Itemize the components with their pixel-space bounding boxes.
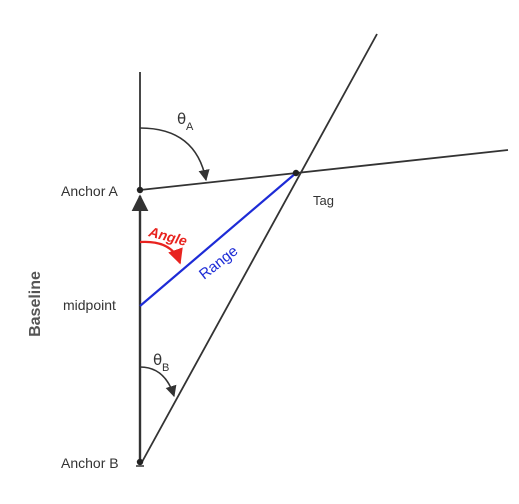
angle-arc [139, 240, 183, 265]
theta-b-subscript: B [162, 362, 169, 374]
tag-point [292, 169, 300, 177]
midpoint-label: midpoint [63, 297, 116, 313]
theta-b-symbol: θ [153, 351, 162, 369]
angle-label: Angle [146, 223, 189, 249]
anchor-b-bearing-line [141, 33, 378, 463]
anchor-a-point [136, 186, 144, 194]
theta-a-arc [139, 127, 210, 182]
theta-b-arc [139, 366, 177, 398]
theta-a-symbol: θ [177, 110, 186, 128]
anchor-b-label: Anchor B [61, 455, 119, 471]
baseline-label: Baseline [27, 271, 44, 337]
anchor-a-bearing-line [139, 149, 509, 191]
range-label: Range [196, 243, 241, 284]
range-line [139, 172, 297, 307]
anchor-b-point [136, 458, 144, 466]
anchor-a-label: Anchor A [61, 183, 118, 199]
tag-label: Tag [313, 193, 334, 208]
theta-a-subscript: A [186, 121, 194, 133]
